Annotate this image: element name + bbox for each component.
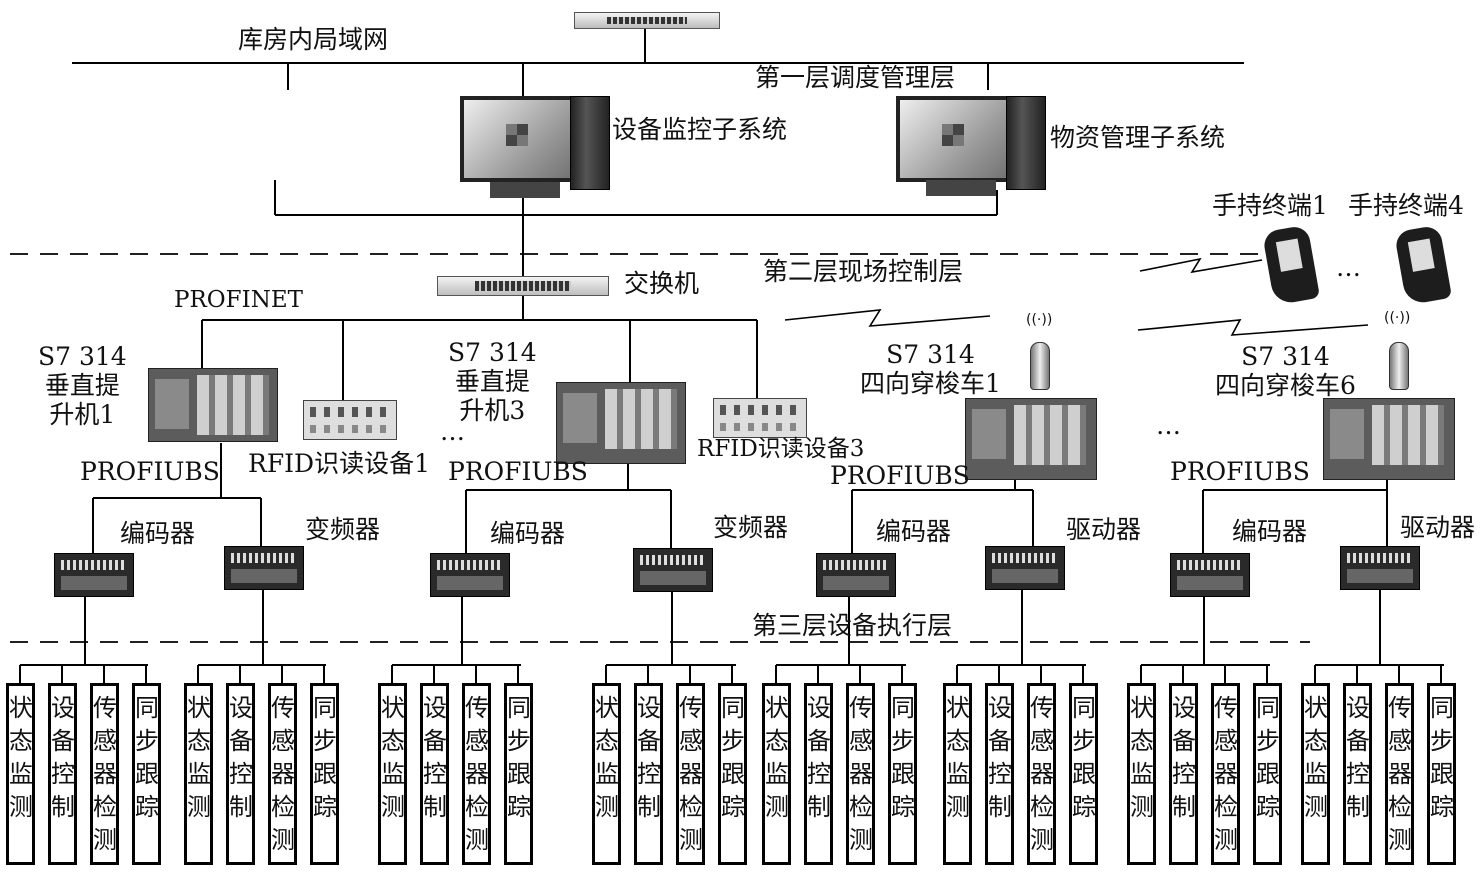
profinet-label: PROFINET [174, 287, 303, 313]
inverter-2 [633, 548, 713, 592]
function-box-8-1: 状态监测 [1301, 683, 1330, 865]
bus2-label: PROFIUBS [448, 457, 588, 486]
driver4-label: 驱动器 [1400, 513, 1476, 542]
rfid1-label: RFID识读设备1 [248, 449, 430, 478]
handheld1-label: 手持终端1 [1212, 191, 1328, 220]
bus4-label: PROFIUBS [1170, 457, 1310, 486]
function-box-6-4: 同步跟踪 [1069, 683, 1098, 865]
rfid-reader-3 [713, 398, 807, 438]
encoder-4 [1170, 553, 1250, 597]
layer3-label: 第三层设备执行层 [752, 611, 953, 640]
plc-lifter-3 [556, 382, 686, 464]
encoder-3 [816, 553, 896, 597]
function-box-5-3: 传感器检测 [846, 683, 875, 865]
function-box-7-3: 传感器检测 [1211, 683, 1240, 865]
function-box-3-3: 传感器检测 [462, 683, 491, 865]
lan-label: 库房内局域网 [238, 25, 389, 54]
function-box-4-2: 设备控制 [634, 683, 663, 865]
driver3-label: 驱动器 [1066, 515, 1142, 544]
function-box-2-4: 同步跟踪 [310, 683, 339, 865]
plc-shuttle-1 [965, 398, 1097, 480]
function-box-4-1: 状态监测 [592, 683, 621, 865]
handheld4-label: 手持终端4 [1348, 191, 1464, 220]
function-box-3-2: 设备控制 [420, 683, 449, 865]
function-box-2-1: 状态监测 [184, 683, 213, 865]
function-box-7-4: 同步跟踪 [1253, 683, 1282, 865]
function-box-2-2: 设备控制 [226, 683, 255, 865]
function-box-8-2: 设备控制 [1343, 683, 1372, 865]
function-box-1-2: 设备控制 [48, 683, 77, 865]
function-box-5-2: 设备控制 [804, 683, 833, 865]
driver-4 [1340, 546, 1420, 590]
rfid3-label: RFID识读设备3 [697, 436, 865, 462]
encoder3-label: 编码器 [876, 517, 952, 546]
antenna-signal-icon: ((·)) [1026, 312, 1053, 328]
core-switch [574, 12, 720, 29]
function-box-3-1: 状态监测 [378, 683, 407, 865]
bus3-label: PROFIUBS [830, 461, 970, 490]
function-box-1-4: 同步跟踪 [132, 683, 161, 865]
ellipsis-1: … [440, 417, 465, 446]
encoder2-label: 编码器 [490, 519, 566, 548]
field-switch [437, 276, 609, 296]
function-box-7-2: 设备控制 [1169, 683, 1198, 865]
function-box-1-1: 状态监测 [6, 683, 35, 865]
equip-monitor-label: 设备监控子系统 [612, 115, 788, 144]
inverter-1 [224, 546, 304, 590]
layer2-label: 第二层现场控制层 [763, 257, 964, 286]
driver-3 [985, 546, 1065, 590]
switch-label: 交换机 [624, 269, 700, 298]
bus1-label: PROFIUBS [80, 457, 220, 486]
encoder-1 [54, 553, 134, 597]
layer1-label: 第一层调度管理层 [755, 63, 956, 92]
rfid-reader-1 [303, 400, 397, 440]
function-box-7-1: 状态监测 [1127, 683, 1156, 865]
function-box-1-3: 传感器检测 [90, 683, 119, 865]
material-mgmt-label: 物资管理子系统 [1050, 123, 1226, 152]
function-box-8-3: 传感器检测 [1385, 683, 1414, 865]
inverter2-label: 变频器 [713, 513, 789, 542]
plc-shuttle-6 [1323, 398, 1455, 480]
function-box-6-1: 状态监测 [943, 683, 972, 865]
antenna-shuttle-1 [1030, 342, 1050, 390]
encoder4-label: 编码器 [1232, 517, 1308, 546]
inverter1-label: 变频器 [305, 515, 381, 544]
function-box-4-4: 同步跟踪 [718, 683, 747, 865]
antenna-shuttle-6 [1389, 342, 1409, 390]
function-box-6-2: 设备控制 [985, 683, 1014, 865]
function-box-2-3: 传感器检测 [268, 683, 297, 865]
function-box-5-1: 状态监测 [762, 683, 791, 865]
function-box-8-4: 同步跟踪 [1427, 683, 1456, 865]
function-box-3-4: 同步跟踪 [504, 683, 533, 865]
encoder1-label: 编码器 [120, 519, 196, 548]
function-box-5-4: 同步跟踪 [888, 683, 917, 865]
plc-lifter-1 [148, 368, 278, 442]
ellipsis-2: … [1156, 411, 1181, 440]
encoder-2 [430, 553, 510, 597]
function-box-4-3: 传感器检测 [676, 683, 705, 865]
function-box-6-3: 传感器检测 [1027, 683, 1056, 865]
antenna-signal-icon: ((·)) [1384, 310, 1411, 326]
handheld-ellipsis: … [1336, 253, 1361, 282]
